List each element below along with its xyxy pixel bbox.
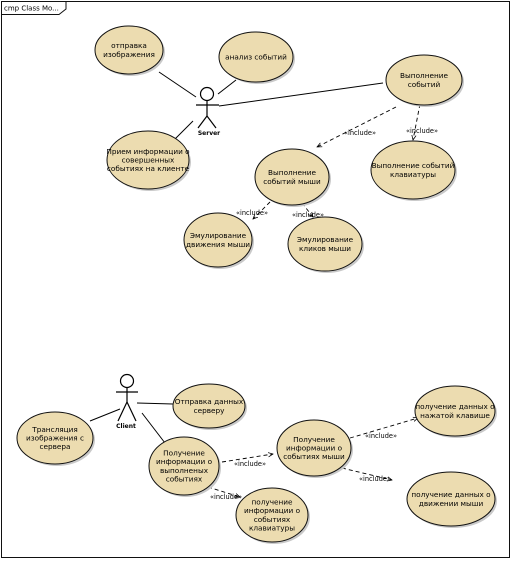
include-label: «include» xyxy=(236,209,268,217)
actor-head-icon xyxy=(199,86,215,102)
use-case-ellipse xyxy=(148,436,220,496)
include-execute-mouse xyxy=(317,106,397,147)
include-label: «include» xyxy=(210,493,242,501)
use-case-label: Прием информации о xyxy=(106,147,190,156)
use-case-label: Выполнение событий xyxy=(372,161,455,170)
include-label: «include» xyxy=(406,127,438,135)
use-case-label: изображения с xyxy=(26,434,84,443)
include-labels: «include» «include» «include» «include» … xyxy=(210,127,438,501)
include-label: «include» xyxy=(234,460,266,468)
use-case-ellipse xyxy=(235,487,309,543)
use-case-label: кликов мыши xyxy=(299,244,351,253)
use-case-label: Получение xyxy=(293,435,335,444)
use-case-ellipse xyxy=(414,385,496,437)
use-case-label: движении мыши xyxy=(419,499,484,508)
use-case-label: событиях xyxy=(254,515,291,524)
frame-title: cmp Class Mo... xyxy=(4,5,59,13)
use-case-label: Выполнение xyxy=(400,71,448,80)
include-get-keyboard-events xyxy=(207,486,240,497)
use-case-ellipse xyxy=(254,148,330,206)
assoc-client-send-data xyxy=(136,402,174,405)
include-get-pressed-key xyxy=(349,418,418,439)
use-case-label: получение xyxy=(251,498,293,507)
use-case-label: информации о xyxy=(244,506,301,515)
use-case-label: изображения xyxy=(103,50,155,59)
use-case-ellipse xyxy=(106,130,190,190)
assoc-server-analyze xyxy=(217,79,237,95)
assoc-server-send-image xyxy=(158,71,197,98)
use-case-label: отправка xyxy=(111,41,147,50)
use-case-label: событиях xyxy=(166,474,203,483)
use-case-ellipse xyxy=(16,411,94,465)
use-case-ellipse xyxy=(287,216,363,272)
use-case-label: совершенных xyxy=(122,156,175,165)
use-case-label: нажатой клавише xyxy=(420,411,490,420)
use-case-label: Получение xyxy=(163,449,205,458)
use-case-ellipse xyxy=(94,25,164,75)
actor-server[interactable]: Server xyxy=(196,86,220,138)
use-case-label: движения мыши xyxy=(186,240,250,249)
use-case-ellipse xyxy=(183,212,253,268)
use-case-label: выполненых xyxy=(160,466,209,475)
include-get-mouse-move xyxy=(341,467,392,480)
use-case-label: Отправка данных xyxy=(175,397,244,406)
use-case-label: Выполнение xyxy=(268,168,316,177)
use-case-ellipse xyxy=(218,31,294,83)
assoc-client-broadcast xyxy=(89,408,121,422)
actor-head-icon xyxy=(119,373,135,389)
use-case-label: анализ событий xyxy=(225,53,287,62)
use-case-label: событиях мыши xyxy=(283,452,345,461)
include-label: «include» xyxy=(292,211,324,219)
actor-name: Server xyxy=(198,130,220,137)
actor-name: Client xyxy=(116,423,136,430)
include-label: «include» xyxy=(344,129,376,137)
use-case-ellipse xyxy=(276,419,352,477)
use-case-label: серверу xyxy=(194,406,226,415)
use-case-label: получение данных о xyxy=(411,490,491,499)
use-case-label: Трансляция xyxy=(31,425,78,434)
use-case-ellipse xyxy=(172,383,246,429)
use-case-ellipse xyxy=(385,54,463,106)
include-execute-keyboard xyxy=(413,103,421,140)
use-case-label: клавиатуры xyxy=(249,523,295,532)
assoc-server-execute xyxy=(218,82,384,107)
use-case-label: получение данных о xyxy=(415,402,495,411)
assoc-client-get-executed xyxy=(141,412,166,444)
associations xyxy=(89,71,384,444)
include-get-mouse-events xyxy=(221,454,273,463)
actor-client[interactable]: Client xyxy=(116,373,138,431)
use-case-label: событиях на клиенте xyxy=(107,164,190,173)
use-case-label: сервера xyxy=(39,442,70,451)
include-label: «include» xyxy=(359,475,391,483)
use-case-analyze-events[interactable]: анализ событий xyxy=(218,31,295,84)
use-case-ellipse xyxy=(370,140,456,200)
use-case-label: информации о xyxy=(156,457,213,466)
use-case-label: Эмулирование xyxy=(190,231,247,240)
use-case-label: Эмулирование xyxy=(297,235,354,244)
use-case-label: событий xyxy=(408,80,441,89)
use-case-label: клавиатуры xyxy=(390,170,436,179)
use-case-ellipse xyxy=(406,471,496,527)
include-label: «include» xyxy=(365,432,397,440)
use-case-label: информации о xyxy=(286,444,343,453)
use-case-label: событий мыши xyxy=(263,177,321,186)
